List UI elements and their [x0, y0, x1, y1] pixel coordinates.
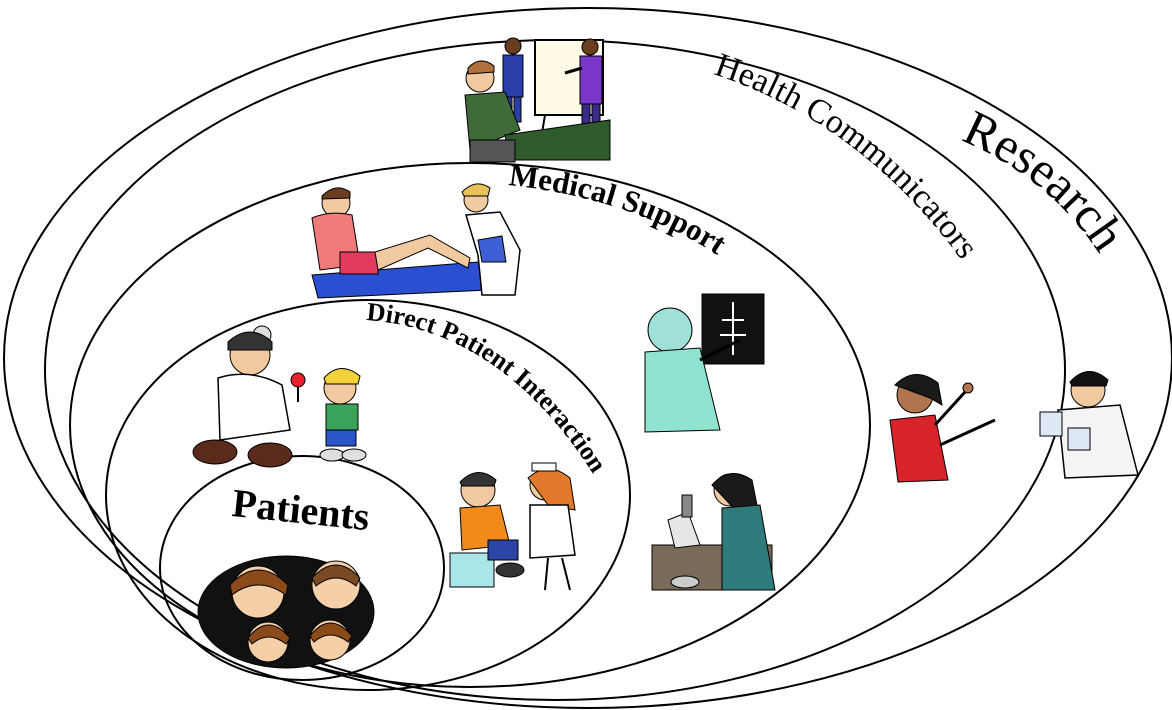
family-illustration	[197, 555, 375, 669]
patients-ring	[159, 455, 445, 681]
patients-label: Patients	[230, 480, 372, 539]
xray-technician-illustration	[644, 293, 765, 433]
physical-therapy-illustration	[311, 183, 521, 299]
presentation-meeting-illustration	[464, 37, 611, 163]
research-label: Research	[956, 99, 1137, 261]
nurse-examining-boy-illustration	[449, 462, 576, 591]
research-ring	[3, 7, 1172, 709]
medical-support-ring	[69, 162, 871, 688]
lab-researcher-illustration	[1039, 371, 1139, 479]
lab-microscope-illustration	[651, 473, 776, 591]
doctor-with-child-illustration	[192, 325, 367, 468]
direct-patient-interaction-ring	[105, 299, 631, 691]
presenter-woman-illustration	[889, 374, 996, 483]
direct-patient-interaction-label: Direct Patient Interaction	[365, 297, 612, 478]
